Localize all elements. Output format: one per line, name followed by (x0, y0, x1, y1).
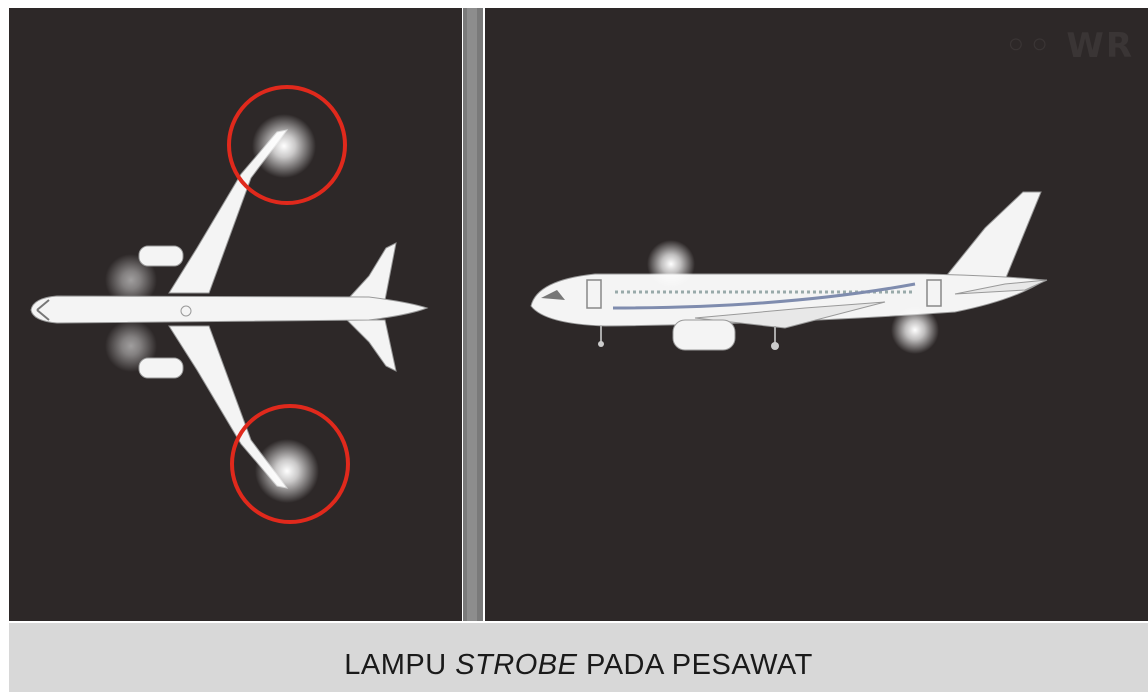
strobe-light-icon (252, 114, 316, 178)
top-view-panel (9, 8, 462, 621)
cockpit-windows (36, 299, 50, 321)
tail-fin (941, 191, 1042, 281)
cockpit-window (541, 290, 565, 300)
watermark-logo: ◦◦ WR (1005, 26, 1134, 66)
nose-wheel (598, 341, 604, 347)
caption-bar: LAMPU STROBE PADA PESAWAT (9, 623, 1148, 692)
caption-prefix: LAMPU (344, 649, 456, 681)
highlight-circle-icon (227, 85, 347, 205)
rear-door (926, 279, 942, 307)
lower-engine (138, 357, 184, 379)
front-door (586, 279, 602, 309)
side-view-panel: ◦◦ WR (485, 8, 1148, 621)
main-wheel (771, 342, 779, 350)
panel-divider-highlight (467, 8, 477, 621)
side-stabilizer (954, 279, 1048, 295)
side-engine (672, 319, 736, 351)
caption-suffix: PADA PESAWAT (577, 649, 813, 681)
upper-stabilizer (345, 242, 397, 301)
upper-engine (138, 245, 184, 267)
fuselage-mark (180, 305, 192, 317)
fuselage (30, 295, 429, 324)
lower-stabilizer (345, 319, 397, 372)
strobe-light-icon (255, 439, 319, 503)
figure-caption: LAMPU STROBE PADA PESAWAT (9, 645, 1148, 685)
aircraft-top-view-icon (30, 85, 429, 524)
side-wing (694, 301, 886, 329)
aircraft-side-view-icon (530, 191, 1048, 354)
strobe-light-icon (891, 306, 939, 354)
caption-emphasis: STROBE (455, 649, 578, 681)
strobe-light-icon (647, 240, 695, 288)
strobe-light-icon (105, 254, 157, 306)
highlight-circle-icon (230, 404, 350, 524)
livery-stripe (612, 282, 916, 310)
